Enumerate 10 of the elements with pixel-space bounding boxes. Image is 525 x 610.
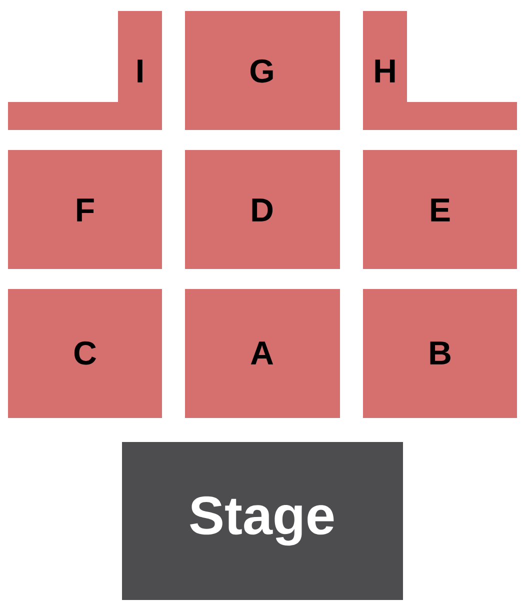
seating-section: C (8, 289, 162, 418)
seating-section: I (8, 11, 162, 130)
seating-section: F (8, 150, 162, 269)
seating-section: A (185, 289, 340, 418)
seating-section: G (185, 11, 340, 130)
seating-section: H (363, 11, 517, 130)
seating-section: D (185, 150, 340, 269)
seating-section: B (363, 289, 517, 418)
seating-section: E (363, 150, 517, 269)
stage-block: Stage (122, 442, 403, 600)
